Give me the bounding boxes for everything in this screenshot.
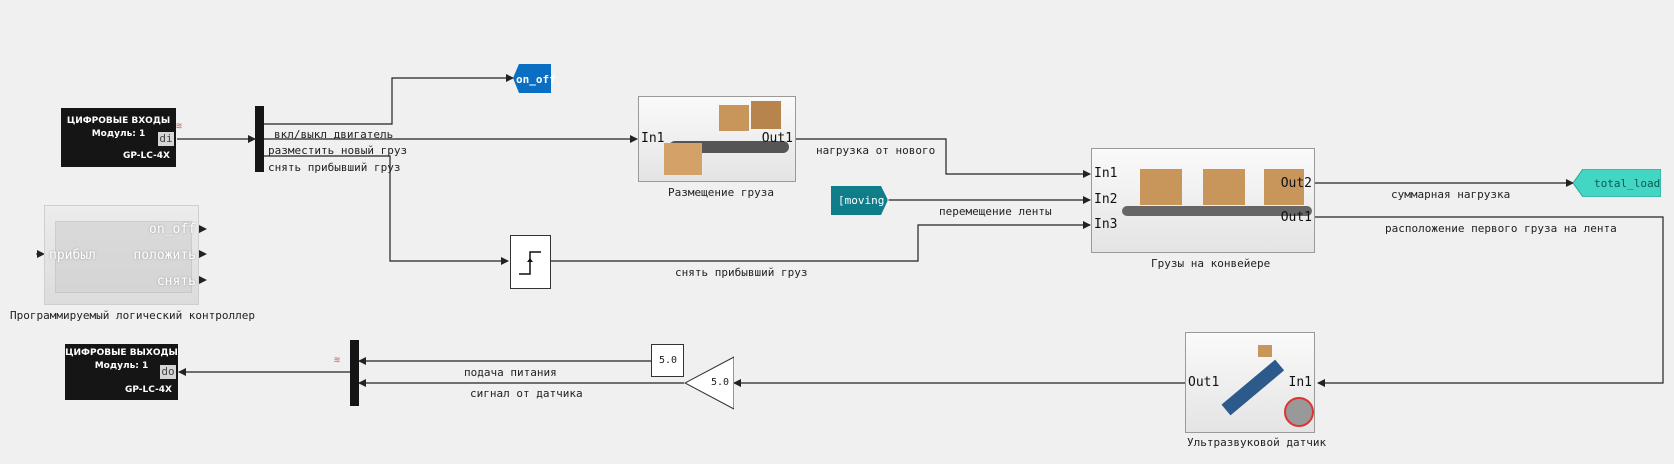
mux-bar[interactable]: [350, 340, 359, 406]
on-off-goto-label: on_off: [516, 73, 556, 86]
signal-remove-arrived-2: снять прибывший груз: [675, 266, 808, 279]
signal-total: суммарная нагрузка: [1391, 188, 1511, 201]
placement-caption: Размещение груза: [668, 186, 774, 199]
placement-block[interactable]: In1 Out1: [638, 96, 796, 182]
placement-out-port[interactable]: Out1: [761, 131, 793, 146]
gain-value: 5.0: [711, 377, 730, 388]
sensor-out-port[interactable]: Out1: [1188, 375, 1220, 390]
plc-out-place[interactable]: положить: [133, 248, 196, 263]
digital-outputs-block[interactable]: ЦИФРОВЫЕ ВЫХОДЫ Модуль: 1 do GP-LC-4X: [65, 344, 178, 400]
moving-from-label: [moving]: [838, 194, 891, 207]
di-port[interactable]: di: [158, 132, 174, 146]
conveyor-block[interactable]: In1 In2 In3 Out2 Out1: [1091, 148, 1315, 253]
plc-out-on-off[interactable]: on_off: [149, 222, 196, 237]
digital-inputs-block[interactable]: ЦИФРОВЫЕ ВХОДЫ Модуль: 1 di GP-LC-4X: [61, 108, 176, 167]
conveyor-in3-port[interactable]: In3: [1094, 217, 1118, 232]
box-image: [719, 105, 749, 131]
signal-sensor: сигнал от датчика: [470, 387, 583, 400]
placement-in-port[interactable]: In1: [641, 131, 665, 146]
box-image: [1264, 169, 1304, 205]
conveyor-out2-port[interactable]: Out2: [1280, 176, 1312, 191]
box-image: [751, 101, 781, 129]
box-image: [1258, 345, 1272, 357]
box-image: [664, 143, 702, 175]
wire-motor[interactable]: [263, 74, 514, 125]
constant-value: 5.0: [659, 355, 678, 366]
conveyor-in2-port[interactable]: In2: [1094, 192, 1118, 207]
wifi-icon: ≋: [176, 121, 183, 132]
wire-remove-arrived-2[interactable]: [551, 221, 1091, 262]
conveyor-in1-port[interactable]: In1: [1094, 166, 1118, 181]
do-module: Модуль: 1: [94, 361, 149, 371]
plc-caption: Программируемый логический контроллер: [10, 309, 256, 322]
ultrasonic-sensor-block[interactable]: Out1 In1: [1185, 332, 1315, 433]
di-model: GP-LC-4X: [122, 151, 170, 161]
total-load-label: total_load: [1594, 177, 1661, 190]
signal-place-new: разместить новый груз: [268, 144, 408, 157]
plc-out-remove[interactable]: снять: [156, 274, 196, 289]
sensor-caption: Ультразвуковой датчик: [1187, 436, 1327, 449]
conveyor-out1-port[interactable]: Out1: [1280, 210, 1312, 225]
constant-block[interactable]: 5.0: [651, 344, 684, 377]
di-title: ЦИФРОВЫЕ ВХОДЫ: [66, 116, 171, 126]
di-module: Модуль: 1: [91, 129, 146, 139]
rising-edge-icon: [519, 251, 541, 275]
box-image: [1140, 169, 1182, 205]
wire-remove-arrived[interactable]: [263, 155, 509, 265]
wire-load-new[interactable]: [796, 138, 1091, 178]
sensor-in-port[interactable]: In1: [1288, 375, 1312, 390]
edge-detector-block[interactable]: [510, 235, 551, 289]
signal-belt-move: перемещение ленты: [939, 205, 1052, 218]
signal-remove-arrived: снять прибывший груз: [268, 161, 401, 174]
signal-load-new: нагрузка от нового: [816, 144, 936, 157]
moving-from-tag[interactable]: [831, 186, 888, 215]
sensor-head-image: [1284, 397, 1314, 427]
demux-bar[interactable]: [255, 106, 264, 172]
box-image: [1203, 169, 1245, 205]
do-port[interactable]: do: [160, 365, 176, 379]
conveyor-belt-image: [1122, 206, 1312, 216]
gain-block[interactable]: [684, 356, 734, 410]
plc-in-arrived[interactable]: прибыл: [49, 248, 96, 263]
signal-lines: [177, 74, 1664, 387]
wifi-icon: ≋: [334, 355, 341, 366]
plc-block[interactable]: on_off прибыл положить снять: [44, 205, 199, 305]
signal-power: подача питания: [464, 366, 557, 379]
do-model: GP-LC-4X: [124, 385, 172, 395]
total-load-goto-tag[interactable]: [1573, 169, 1661, 197]
on-off-goto-tag[interactable]: [513, 64, 551, 93]
sensor-belt-image: [1221, 359, 1285, 416]
signal-first-pos: расположение первого груза на лента: [1385, 222, 1617, 235]
plc-image: [55, 221, 192, 293]
signal-motor: вкл/выкл двигатель: [274, 128, 394, 141]
do-title: ЦИФРОВЫЕ ВЫХОДЫ: [65, 348, 178, 358]
wire-first-pos[interactable]: [1315, 216, 1664, 387]
conveyor-caption: Грузы на конвейере: [1151, 257, 1271, 270]
plc-port-arrows: [36, 225, 207, 284]
